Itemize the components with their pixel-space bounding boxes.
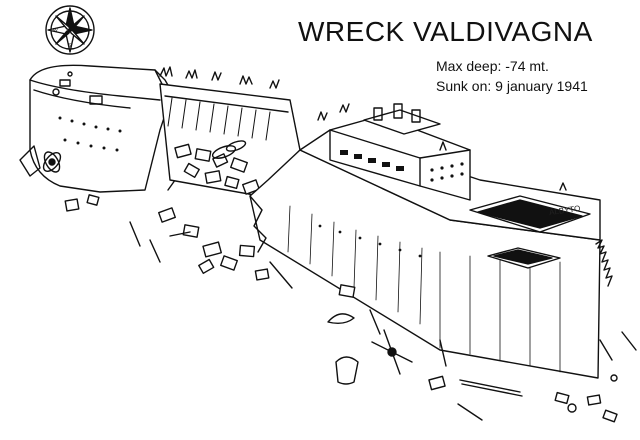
compass-letter-n: N (68, 13, 72, 19)
page-title: WRECK VALDIVAGNA (298, 16, 593, 47)
sunk-date-text: Sunk on: 9 january 1941 (436, 78, 588, 94)
compass-letter-s: S (68, 43, 72, 49)
seafloor-debris (327, 284, 637, 423)
stern-section (249, 103, 613, 379)
loose-propeller (371, 329, 413, 375)
compass-letter-w: W (53, 28, 58, 34)
compass-rose: N S E W (45, 5, 95, 55)
cargo-hold (159, 66, 301, 197)
bow-section (19, 64, 181, 193)
propeller (42, 151, 62, 173)
max-depth-text: Max deep: -74 mt. (436, 58, 549, 74)
compass-letter-e: E (82, 28, 86, 34)
scattered-debris (64, 194, 293, 289)
